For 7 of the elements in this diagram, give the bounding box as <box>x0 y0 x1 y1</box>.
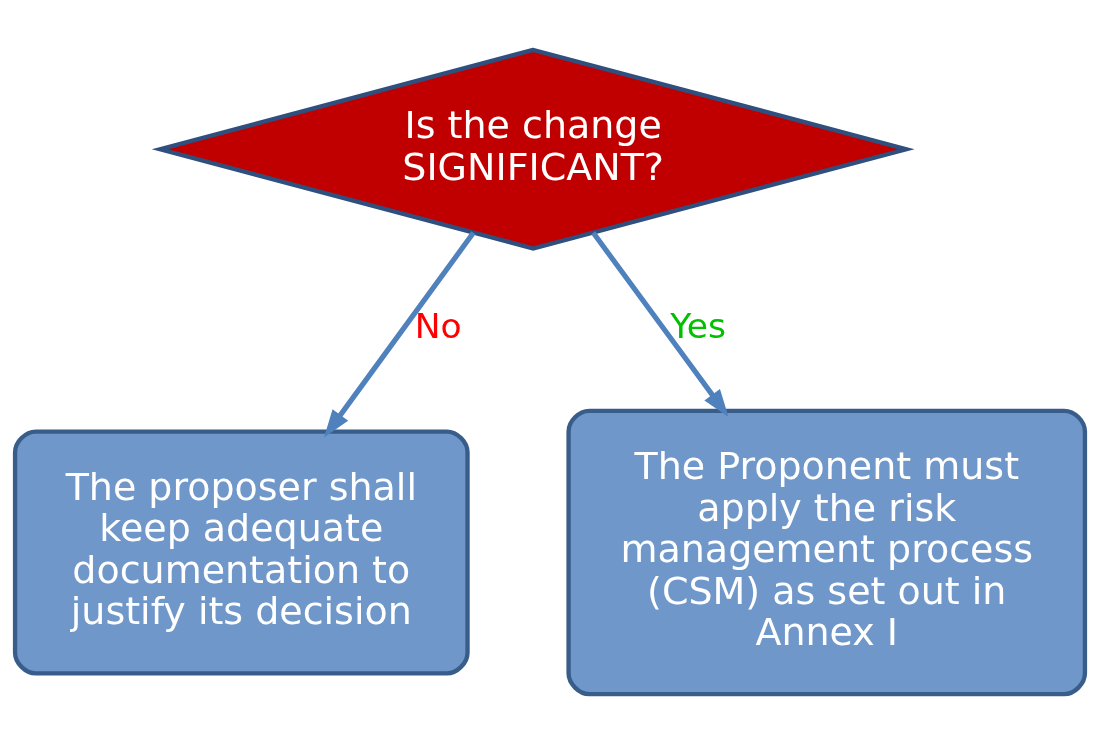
edge-label: Yes <box>670 306 726 347</box>
edge-label: No <box>414 306 462 347</box>
arrow <box>591 231 729 418</box>
arrow <box>324 231 476 438</box>
node-diamond: Is the change SIGNIFICANT? <box>151 47 915 251</box>
node-box: The Proponent must apply the risk management process (CSM) as set out in Annex I <box>566 408 1088 697</box>
node-box: The proposer shall keep adequate documentation to justify its decision <box>12 429 470 676</box>
